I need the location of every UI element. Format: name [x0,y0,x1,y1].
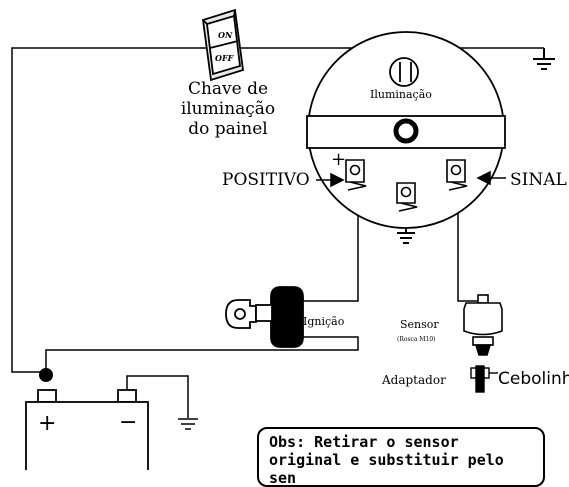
wire-battery-negative-ground [126,375,189,405]
ground-terminal [396,182,418,212]
battery-plus-symbol: + [38,411,57,436]
sensor-label: Sensor [400,318,439,331]
oil-pressure-sensor [463,294,503,356]
adapter-fitting [470,365,498,393]
adapter-label: Adaptador [382,373,446,387]
switch-caption: Chave de iluminação do painel [180,79,276,139]
wire-positive-to-ignition [303,190,359,302]
wire-signal-to-sensor [457,190,484,302]
ignition-label: Ignição [303,315,345,328]
ground-symbol-top-right [533,48,555,70]
switch-off-label: OFF [215,53,234,63]
battery [25,389,149,470]
junction-dot [39,368,53,382]
positive-symbol: + [331,149,347,170]
signal-label: SINAL [510,170,567,190]
note-box: Obs: Retirar o sensor original e substit… [257,427,545,487]
onion-label: Cebolinha [498,369,569,389]
note-text: Obs: Retirar o sensor original e substit… [269,433,504,487]
positive-arrow [316,172,345,188]
illumination-lamp-socket [389,57,419,87]
gauge-mount-nut [393,118,419,144]
signal-terminal [446,159,468,191]
sensor-thread-label: (Rosca M10) [397,336,436,343]
positive-label: POSITIVO [222,170,310,190]
panel-light-switch [202,8,244,82]
positive-terminal [345,159,367,191]
illumination-label: Iluminação [370,88,432,101]
signal-arrow [476,170,506,186]
ignition-key [225,286,304,348]
switch-on-label: ON [218,30,233,40]
ground-symbol-battery [178,405,198,430]
wiring-diagram [11,8,555,470]
wire-battery-to-ignition [45,336,359,372]
battery-minus-symbol: − [119,410,138,435]
